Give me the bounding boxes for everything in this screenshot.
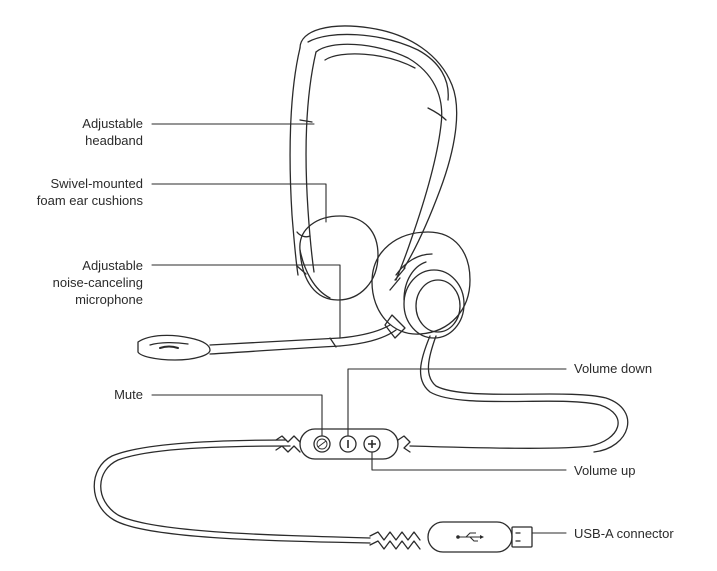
label-mute-text: Mute	[114, 387, 143, 402]
microphone-boom	[137, 324, 397, 361]
left-ear-cushion	[299, 215, 379, 301]
label-microphone: Adjustable noise-canceling microphone	[53, 257, 143, 308]
label-headband: Adjustable headband	[82, 115, 143, 149]
usb-symbol-icon	[456, 532, 484, 542]
label-microphone-line3: microphone	[75, 292, 143, 307]
right-ear-cushion	[371, 231, 471, 339]
label-ear-cushions-line1: Swivel-mounted	[50, 176, 144, 191]
label-usb-connector: USB-A connector	[574, 525, 674, 542]
label-volume-up-text: Volume up	[574, 463, 636, 478]
label-volume-up: Volume up	[574, 462, 635, 479]
headband	[289, 25, 458, 281]
usb-connector	[369, 521, 533, 553]
label-volume-down: Volume down	[574, 360, 652, 377]
plus-icon	[368, 440, 376, 448]
label-ear-cushions-line2: foam ear cushions	[36, 193, 143, 208]
label-ear-cushions: Swivel-mounted foam ear cushions	[37, 175, 143, 209]
label-headband-line1: Adjustable	[82, 116, 143, 131]
label-mute: Mute	[114, 386, 143, 403]
label-headband-line2: headband	[85, 133, 143, 148]
inline-control	[275, 428, 411, 460]
leader-lines	[151, 123, 567, 534]
mute-icon	[316, 438, 328, 450]
label-volume-down-text: Volume down	[574, 361, 653, 376]
label-usb-connector-text: USB-A connector	[574, 526, 674, 541]
cable	[93, 335, 629, 544]
label-microphone-line2: noise-canceling	[52, 275, 143, 290]
label-microphone-line1: Adjustable	[82, 258, 143, 273]
